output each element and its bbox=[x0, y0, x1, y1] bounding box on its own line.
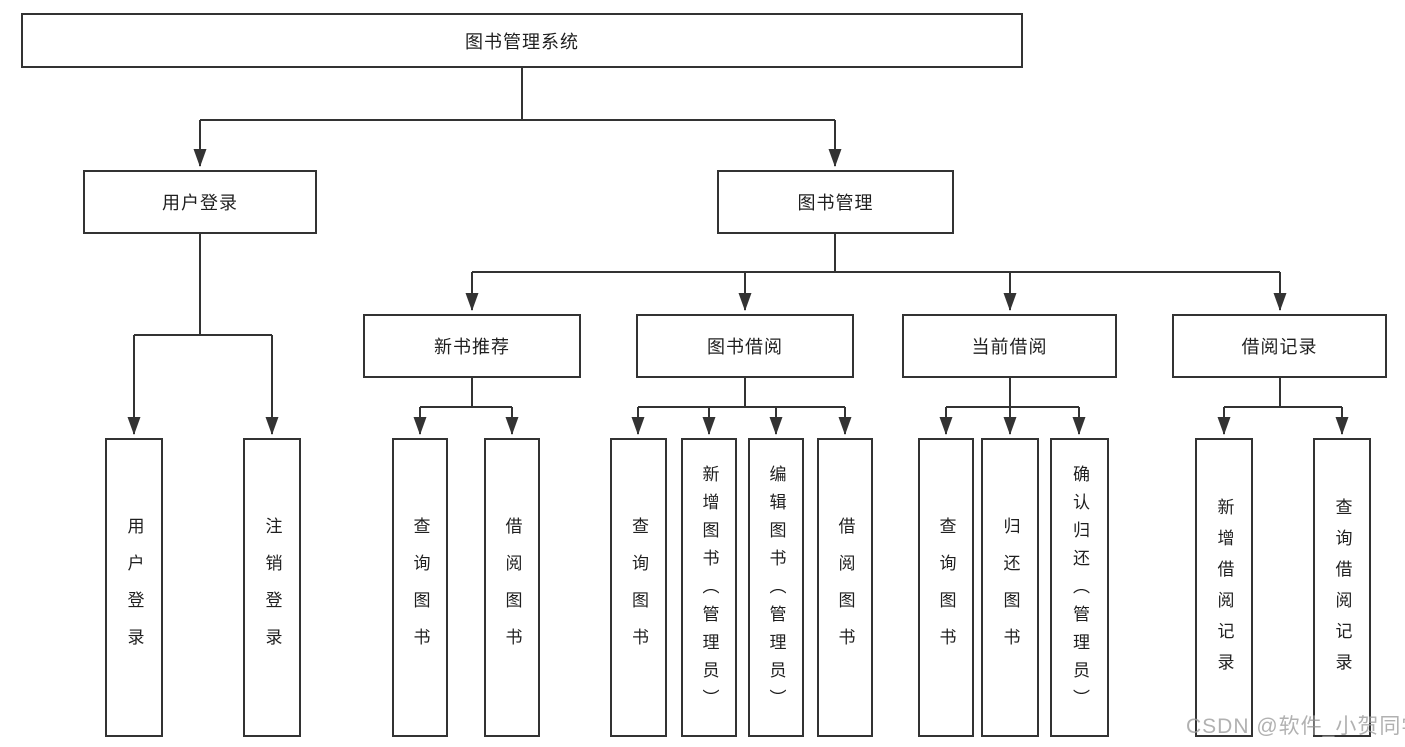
leaf-confirm-return-admin: 确认归还（管理员） bbox=[1050, 438, 1109, 737]
node-book-management-branch: 图书管理 bbox=[717, 170, 954, 234]
node-user-login-branch: 用户登录 bbox=[83, 170, 317, 234]
node-borrow-records: 借阅记录 bbox=[1172, 314, 1387, 378]
leaf-borrow-query-book: 查询图书 bbox=[610, 438, 667, 737]
leaf-newbooks-borrow-book: 借阅图书 bbox=[484, 438, 540, 737]
leaf-add-borrow-record: 新增借阅记录 bbox=[1195, 438, 1253, 737]
leaf-edit-book-admin: 编辑图书（管理员） bbox=[748, 438, 804, 737]
csdn-watermark: CSDN @软件_小贺同学 bbox=[1186, 715, 1405, 738]
leaf-logout: 注销登录 bbox=[243, 438, 301, 737]
node-new-book-recommend: 新书推荐 bbox=[363, 314, 581, 378]
node-book-borrow: 图书借阅 bbox=[636, 314, 854, 378]
node-current-borrow: 当前借阅 bbox=[902, 314, 1117, 378]
leaf-add-book-admin: 新增图书（管理员） bbox=[681, 438, 737, 737]
leaf-borrow-borrow-book: 借阅图书 bbox=[817, 438, 873, 737]
leaf-user-login: 用户登录 bbox=[105, 438, 163, 737]
leaf-newbooks-query-book: 查询图书 bbox=[392, 438, 448, 737]
leaf-return-book: 归还图书 bbox=[981, 438, 1039, 737]
node-root-system: 图书管理系统 bbox=[21, 13, 1023, 68]
leaf-current-query-book: 查询图书 bbox=[918, 438, 974, 737]
leaf-query-borrow-record: 查询借阅记录 bbox=[1313, 438, 1371, 737]
